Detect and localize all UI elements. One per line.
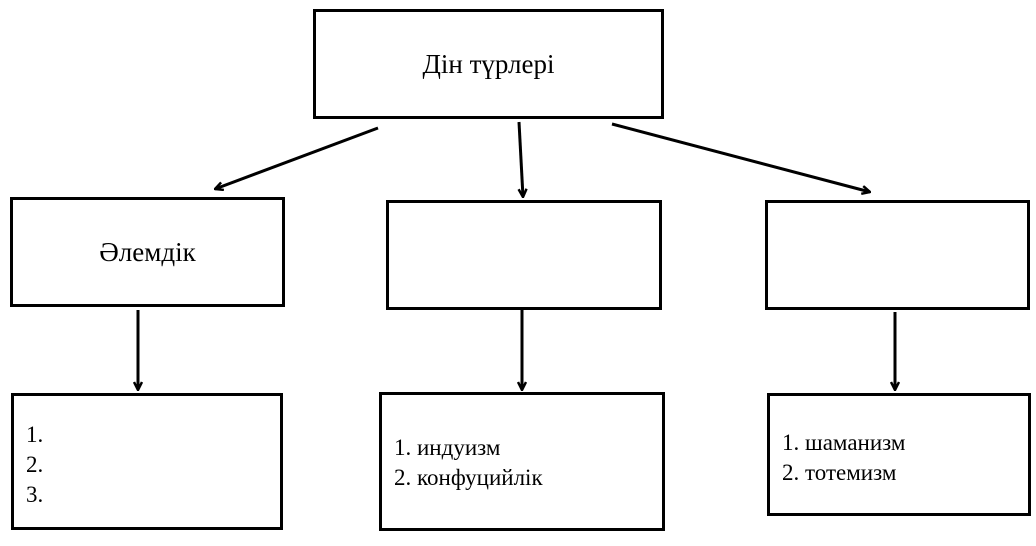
list-item: 2. тотемизм (782, 460, 897, 485)
list-item: 2. (26, 452, 44, 477)
root-box: Дін түрлері (313, 9, 664, 119)
arrow-root-to-right (611, 122, 870, 192)
list-item: 1. (26, 422, 44, 447)
category-box-world: Әлемдік (10, 197, 285, 307)
arrow-root-to-left (215, 126, 379, 189)
list-box-world: 1. 2. 3. (11, 393, 283, 530)
list-box-middle: 1. индуизм 2. конфуцийлік (379, 392, 665, 531)
category-box-right (765, 200, 1030, 310)
list-item: 1. шаманизм (782, 430, 906, 455)
category-label-world: Әлемдік (99, 236, 196, 267)
list-item: 3. (26, 482, 44, 507)
list-box-right: 1. шаманизм 2. тотемизм (767, 393, 1031, 516)
list-item: 2. конфуцийлік (394, 465, 543, 490)
category-box-middle (386, 200, 662, 310)
arrow-root-to-middle (517, 121, 523, 197)
list-item: 1. индуизм (394, 435, 501, 460)
root-label: Дін түрлері (422, 48, 555, 79)
